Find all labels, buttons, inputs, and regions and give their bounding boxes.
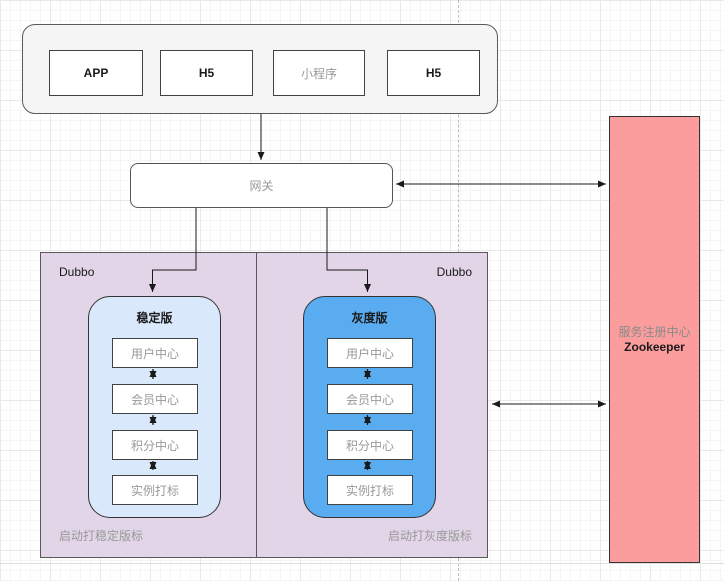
dubbo-label: Dubbo bbox=[59, 265, 95, 279]
dubbo-cluster-gray[interactable]: Dubbo 灰度版 用户中心 会员中心 积分中心 实例打标 启动打灰度版标 bbox=[256, 252, 488, 558]
service-box-points-center[interactable]: 积分中心 bbox=[327, 430, 413, 460]
service-box-user-center[interactable]: 用户中心 bbox=[112, 338, 198, 368]
registry-box[interactable]: 服务注册中心 Zookeeper bbox=[609, 116, 700, 563]
service-box-instance-tagging[interactable]: 实例打标 bbox=[327, 475, 413, 505]
gray-version-box[interactable]: 灰度版 用户中心 会员中心 积分中心 实例打标 bbox=[303, 296, 436, 518]
client-box-h5-2[interactable]: H5 bbox=[387, 50, 480, 96]
client-box-h5[interactable]: H5 bbox=[160, 50, 253, 96]
stable-footer-note: 启动打稳定版标 bbox=[59, 529, 144, 543]
service-box-member-center[interactable]: 会员中心 bbox=[112, 384, 198, 414]
stable-version-box[interactable]: 稳定版 用户中心 会员中心 积分中心 实例打标 bbox=[88, 296, 221, 518]
registry-subtitle: Zookeeper bbox=[624, 339, 685, 354]
registry-title: 服务注册中心 bbox=[618, 324, 691, 339]
stable-version-title: 稳定版 bbox=[136, 311, 173, 325]
dubbo-label: Dubbo bbox=[436, 265, 472, 279]
client-box-app[interactable]: APP bbox=[49, 50, 143, 96]
client-box-miniprogram[interactable]: 小程序 bbox=[273, 50, 365, 96]
gray-footer-note: 启动打灰度版标 bbox=[387, 529, 472, 543]
service-box-instance-tagging[interactable]: 实例打标 bbox=[112, 475, 198, 505]
gateway-box[interactable]: 网关 bbox=[130, 163, 393, 208]
clients-group-container[interactable]: APP H5 小程序 H5 bbox=[22, 24, 498, 114]
service-box-points-center[interactable]: 积分中心 bbox=[112, 430, 198, 460]
gray-version-title: 灰度版 bbox=[351, 311, 388, 325]
service-box-user-center[interactable]: 用户中心 bbox=[327, 338, 413, 368]
dubbo-cluster-stable[interactable]: Dubbo 稳定版 用户中心 会员中心 积分中心 实例打标 启动打稳定版标 bbox=[40, 252, 257, 558]
service-box-member-center[interactable]: 会员中心 bbox=[327, 384, 413, 414]
page-break-horizontal-line bbox=[0, 563, 724, 564]
